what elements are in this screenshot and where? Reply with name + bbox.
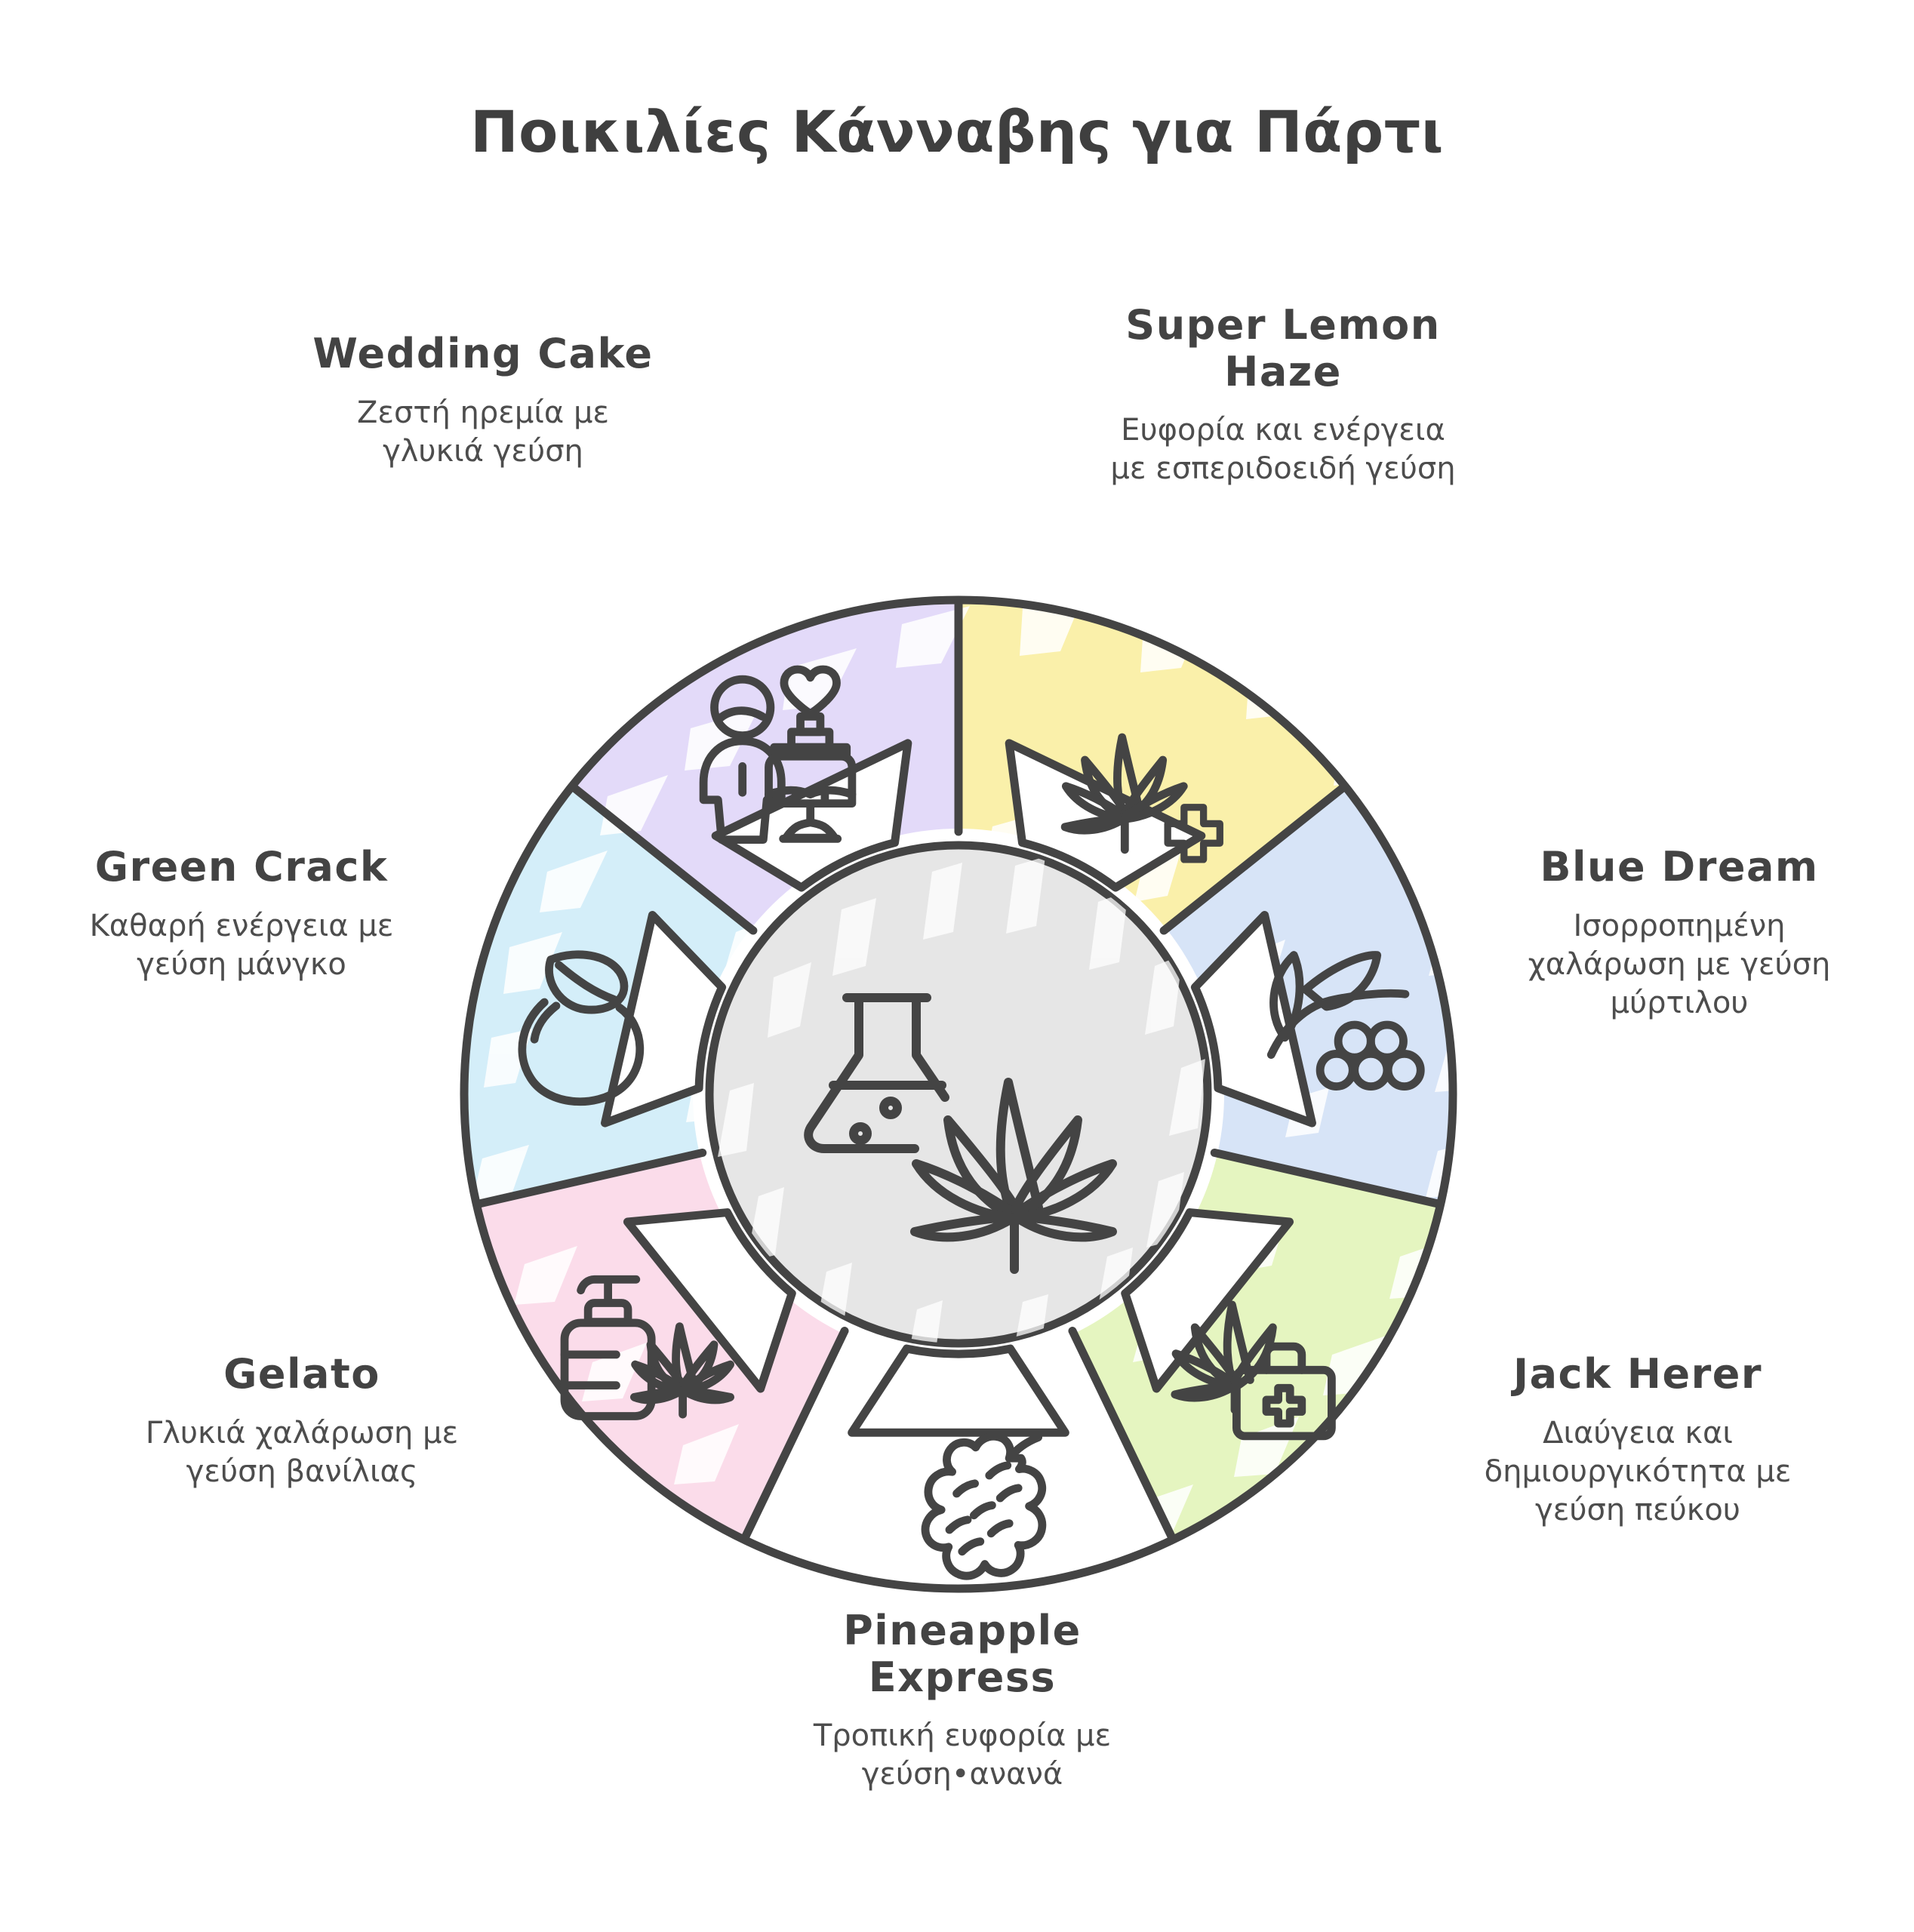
divider-jack-herer [1210, 1148, 1445, 1209]
label-desc-blue-dream: Ισορροπημένη χαλάρωση με γεύση μύρτιλου [1528, 908, 1831, 1020]
page-title: Ποικιλίες Κάνναβης για Πάρτι [470, 98, 1444, 165]
label-desc-green-crack: Καθαρή ενέργεια με γεύση μάνγκο [89, 908, 394, 982]
icon-pineapple-express [921, 1432, 1047, 1580]
label-desc-wedding-cake: Ζεστή ηρεμία με γλυκιά γεύση [356, 395, 610, 469]
label-desc-gelato: Γλυκιά χαλάρωση με γεύση βανίλιας [145, 1415, 459, 1489]
divider-blue-dream [1159, 782, 1349, 935]
wheel-outer-ring [460, 595, 1457, 1593]
cannabis-leaf-icon [910, 1078, 1117, 1274]
divider-pineapple-express [1068, 1327, 1177, 1543]
label-jack-herer: Jack Herer Διαύγεια και δημιουργικότητα … [1411, 1351, 1864, 1530]
label-super-lemon-haze: Super Lemon Haze Ευφορία και ενέργεια με… [1087, 302, 1479, 488]
label-desc-pineapple-express: Τροπική ευφορία με γεύση•ανανά [813, 1718, 1112, 1792]
label-name-blue-dream: Blue Dream [1540, 843, 1819, 891]
label-name-green-crack: Green Crack [94, 843, 389, 891]
divider-gelato [740, 1327, 849, 1543]
label-name-jack-herer: Jack Herer [1513, 1350, 1762, 1398]
label-desc-jack-herer: Διαύγεια και δημιουργικότητα με γεύση πε… [1484, 1415, 1792, 1527]
label-gelato: Gelato Γλυκιά χαλάρωση με γεύση βανίλιας [98, 1351, 506, 1491]
label-wedding-cake: Wedding Cake Ζεστή ηρεμία με γλυκιά γεύσ… [294, 331, 672, 471]
notch-gelato [623, 1208, 796, 1393]
notch-pineapple-express [848, 1344, 1069, 1437]
segment-dividers [472, 596, 1445, 1543]
label-name-gelato: Gelato [223, 1350, 380, 1398]
segment-icons [518, 665, 1425, 1580]
label-green-crack: Green Crack Καθαρή ενέργεια με γεύση μάν… [30, 844, 453, 984]
label-name-super-lemon-haze: Super Lemon Haze [1125, 301, 1441, 395]
icon-blue-dream [1266, 951, 1425, 1091]
label-name-wedding-cake: Wedding Cake [312, 330, 654, 377]
notch-blue-dream [1190, 910, 1316, 1128]
icon-gelato [560, 1275, 735, 1420]
segment-pineapple-express[interactable] [746, 1334, 1171, 1585]
label-pineapple-express: Pineapple Express Τροπική ευφορία με γεύ… [766, 1607, 1159, 1794]
label-desc-super-lemon-haze: Ευφορία και ενέργεια με εσπεριδοειδή γεύ… [1110, 413, 1456, 487]
strain-wheel [419, 555, 1498, 1634]
segment-super-lemon-haze[interactable] [959, 604, 1343, 929]
divider-green-crack [472, 1148, 707, 1209]
flask-icon [804, 993, 949, 1153]
icon-wedding-cake [699, 665, 857, 844]
divider-wedding-cake [568, 782, 758, 935]
label-blue-dream: Blue Dream Ισορροπημένη χαλάρωση με γεύσ… [1457, 844, 1902, 1023]
center-icon-group [804, 993, 1117, 1274]
label-name-pineapple-express: Pineapple Express [843, 1607, 1082, 1701]
notch-jack-herer [1121, 1208, 1294, 1393]
icon-green-crack [518, 950, 645, 1106]
icon-super-lemon-haze [1060, 733, 1223, 863]
icon-jack-herer [1171, 1300, 1336, 1441]
sketch-texture-center [718, 857, 1205, 1343]
wheel-center-circle [705, 841, 1212, 1348]
